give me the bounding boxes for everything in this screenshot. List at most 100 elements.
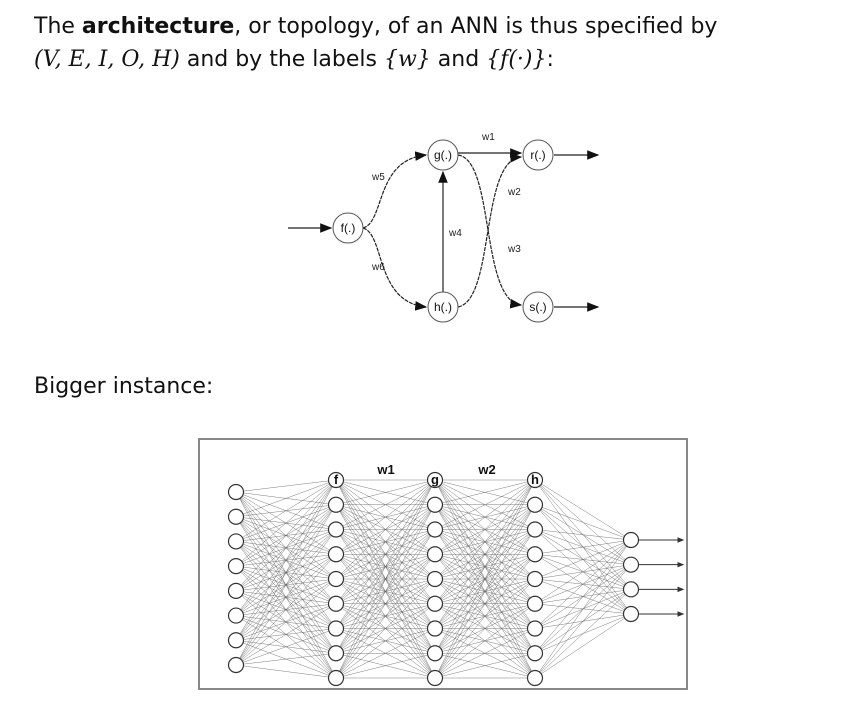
node-r: [522, 139, 554, 171]
edge: [434, 479, 536, 654]
architecture-term: architecture: [81, 14, 235, 39]
intro-text: :: [546, 47, 554, 72]
neuron-node: [622, 531, 640, 549]
edge: [335, 479, 436, 629]
edge: [335, 479, 436, 654]
neuron-node: [426, 471, 444, 489]
neuron-node: [426, 595, 444, 612]
weights-math: {w}: [383, 47, 431, 72]
intro-text: , or topology, of an ANN is thus specifi…: [234, 14, 718, 39]
edge: [434, 529, 536, 679]
weight-w1: w1: [481, 132, 495, 143]
edge: [534, 504, 632, 541]
neuron-node: [327, 471, 345, 489]
edge: [434, 628, 536, 679]
neuron-node: [426, 546, 444, 563]
weight-w2: w2: [507, 187, 521, 198]
edge: [335, 653, 436, 679]
neuron-node: [227, 656, 245, 674]
edge: [235, 479, 337, 591]
edge: [235, 479, 337, 542]
layer-f-label: f: [334, 472, 339, 487]
intro-paragraph: The architecture, or topology, of an ANN…: [34, 10, 854, 76]
arrow-head-icon: [677, 561, 685, 568]
neuron-node: [526, 471, 544, 489]
neuron-node: [227, 582, 245, 599]
edge: [335, 479, 436, 505]
neuron-node: [327, 496, 345, 513]
neuron-node: [426, 645, 444, 662]
layer-h-label: h: [531, 472, 539, 487]
neuron-node: [526, 570, 544, 588]
edge: [335, 479, 436, 604]
edge: [534, 564, 632, 679]
edge: [235, 479, 337, 641]
edge: [434, 479, 536, 580]
edge: [434, 504, 536, 679]
edge: [434, 479, 536, 530]
node-h: [427, 291, 459, 323]
neuron-node: [227, 483, 245, 501]
neuron-node: [227, 607, 245, 624]
edge: [434, 479, 536, 555]
weight-w1-label: w1: [376, 462, 394, 477]
neuron-node: [227, 508, 245, 525]
edge: [434, 554, 536, 679]
intro-text: and by the labels: [179, 47, 384, 72]
neuron-node: [526, 620, 544, 637]
edge: [235, 628, 337, 666]
weight-w3: w3: [507, 244, 521, 255]
edge: [235, 479, 337, 517]
neuron-node: [327, 669, 345, 687]
edge: [235, 479, 337, 616]
edge: [434, 479, 536, 629]
big-network-frame: [198, 438, 688, 690]
edge: [534, 539, 632, 629]
neuron-node: [426, 521, 444, 538]
edge: [235, 653, 337, 666]
edge: [434, 603, 536, 679]
edge: [335, 554, 436, 679]
neuron-node: [526, 645, 544, 662]
edge: [335, 529, 436, 679]
weight-w2-label: w2: [477, 462, 495, 477]
neuron-node: [426, 669, 444, 687]
edge: [235, 529, 337, 666]
node-r-label: r(.): [530, 148, 545, 162]
edge: [335, 479, 436, 530]
edge: [335, 578, 436, 679]
edge: [335, 479, 436, 580]
neuron-node: [526, 669, 544, 687]
neuron-node: [327, 595, 345, 612]
edge: [235, 603, 337, 666]
neuron-node: [327, 570, 345, 588]
edge: [235, 578, 337, 666]
edge: [534, 539, 632, 654]
edge: [235, 664, 337, 679]
edge: [235, 554, 337, 666]
neuron-node: [426, 496, 444, 513]
functions-math: {f(·)}: [486, 47, 547, 72]
edge: [534, 539, 632, 580]
node-g: [427, 139, 459, 171]
intro-text: The: [34, 14, 82, 39]
neuron-node: [622, 605, 640, 623]
edge: [335, 504, 436, 679]
edge: [534, 589, 632, 679]
neuron-node: [327, 645, 345, 662]
edge: [534, 539, 632, 679]
edge: [335, 479, 436, 555]
edge: [434, 479, 536, 505]
edge: [534, 479, 632, 541]
intro-text: and: [430, 47, 487, 72]
neuron-node: [526, 595, 544, 612]
neuron-node: [426, 570, 444, 588]
edge: [434, 479, 536, 604]
edge: [434, 479, 536, 679]
edge: [335, 628, 436, 679]
edge: [335, 479, 436, 679]
neuron-node: [327, 620, 345, 637]
neuron-node: [227, 632, 245, 649]
